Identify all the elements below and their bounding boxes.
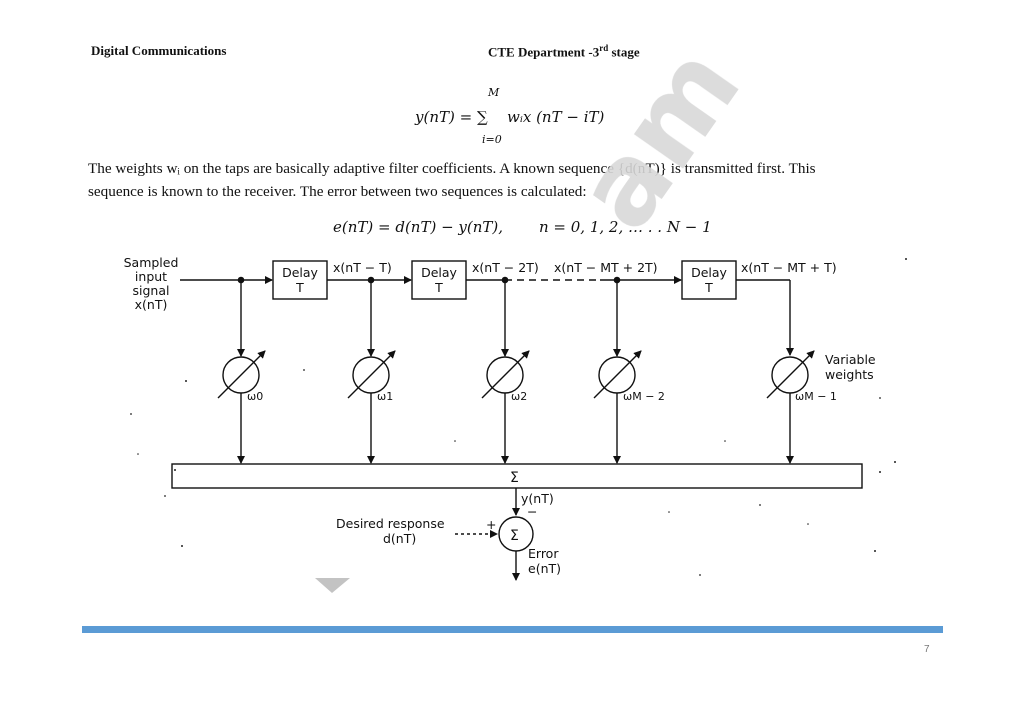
paragraph-line-2: sequence is known to the receiver. The e… bbox=[88, 183, 587, 200]
weight-label-m2: ωM − 2 bbox=[623, 390, 665, 403]
desired-response-signal: d(nT) bbox=[383, 531, 416, 546]
weight-label-2: ω2 bbox=[511, 390, 527, 403]
input-label-line-2: input bbox=[135, 269, 167, 284]
error-summer-symbol: Σ bbox=[510, 528, 519, 544]
delay-2-sub: T bbox=[434, 280, 443, 295]
delay-1-title: Delay bbox=[282, 265, 318, 280]
error-signal: e(nT) bbox=[528, 561, 561, 576]
input-label-line-4: x(nT) bbox=[135, 297, 168, 312]
page-number: 7 bbox=[924, 644, 930, 655]
equation-output-rhs: wᵢx (nT − iT) bbox=[507, 108, 605, 126]
paragraph-line-1: The weights wᵢ on the taps are basically… bbox=[88, 160, 816, 177]
tap-signal-1: x(nT − T) bbox=[333, 260, 392, 275]
desired-response-label: Desired response bbox=[336, 516, 445, 531]
output-label: y(nT) bbox=[521, 491, 554, 506]
header-left-title: Digital Communications bbox=[91, 43, 227, 58]
variable-weights-line-1: Variable bbox=[825, 352, 876, 367]
error-label: Error bbox=[528, 546, 559, 561]
header-stage: stage bbox=[608, 44, 640, 60]
tap-signal-4: x(nT − MT + T) bbox=[741, 260, 837, 275]
svg-text:am: am bbox=[552, 24, 765, 252]
footer-bar bbox=[82, 626, 943, 633]
weight-label-0: ω0 bbox=[247, 390, 263, 403]
delay-2-title: Delay bbox=[421, 265, 457, 280]
summer-symbol: Σ bbox=[510, 470, 519, 486]
input-label-line-1: Sampled bbox=[124, 255, 179, 270]
scan-noise bbox=[130, 258, 907, 576]
tap-signal-3: x(nT − MT + 2T) bbox=[554, 260, 658, 275]
output-minus-sign: − bbox=[527, 504, 537, 519]
tap-signal-2: x(nT − 2T) bbox=[472, 260, 539, 275]
delay-3-title: Delay bbox=[691, 265, 727, 280]
error-equation-range: n = 0, 1, 2, … . . N − 1 bbox=[539, 218, 712, 236]
weight-label-m1: ωM − 1 bbox=[795, 390, 837, 403]
delay-1-sub: T bbox=[295, 280, 304, 295]
error-equation: e(nT) = d(nT) − y(nT), bbox=[333, 218, 504, 236]
summer-bar bbox=[171, 463, 863, 489]
variable-weights-line-2: weights bbox=[825, 367, 874, 382]
sum-lower-limit: i=0 bbox=[482, 133, 502, 146]
equation-output-lhs: y(nT) = ∑ bbox=[415, 108, 488, 126]
input-label-line-3: signal bbox=[133, 283, 170, 298]
weight-label-1: ω1 bbox=[377, 390, 393, 403]
sum-upper-limit: M bbox=[488, 86, 500, 99]
watermark-logo: am bbox=[315, 24, 765, 593]
delay-3-sub: T bbox=[704, 280, 713, 295]
header-department: CTE Department -3 bbox=[488, 44, 600, 60]
desired-plus-sign: + bbox=[486, 517, 496, 532]
header-ordinal-suffix: rd bbox=[599, 43, 609, 53]
header-right-title: CTE Department -3rd stage bbox=[488, 43, 640, 60]
